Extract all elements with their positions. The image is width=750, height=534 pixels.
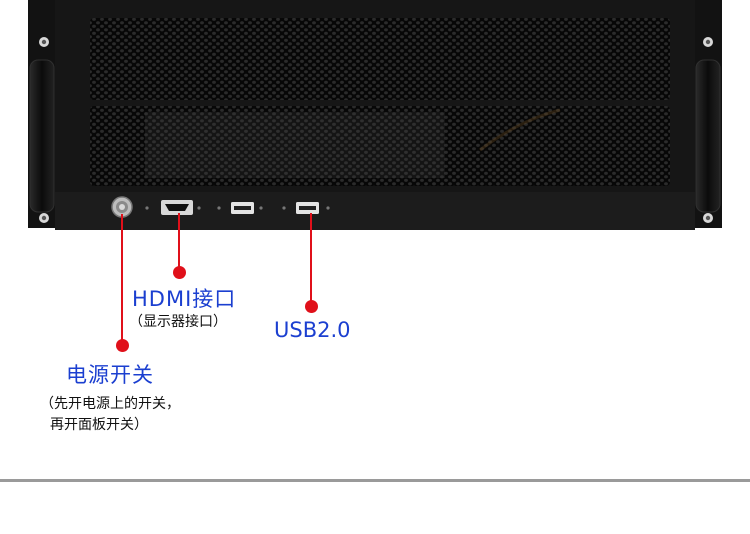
usb-leader-line <box>310 213 312 304</box>
power-leader-dot <box>116 339 129 352</box>
usb-leader-dot <box>305 300 318 313</box>
power-leader-line <box>121 214 123 345</box>
hdmi-leader-line <box>178 213 180 271</box>
power-switch-label: 电源开关 <box>66 363 154 387</box>
hdmi-label: HDMI接口 <box>132 287 237 311</box>
hdmi-note: （显示器接口） <box>129 314 227 330</box>
power-switch-note-line1: （先开电源上的开关， <box>40 396 180 412</box>
section-divider <box>0 479 750 482</box>
server-chassis-front-panel <box>28 0 722 230</box>
power-switch-note-line2: 再开面板开关） <box>50 417 148 433</box>
hdmi-leader-dot <box>173 266 186 279</box>
usb-label: USB2.0 <box>274 318 351 342</box>
